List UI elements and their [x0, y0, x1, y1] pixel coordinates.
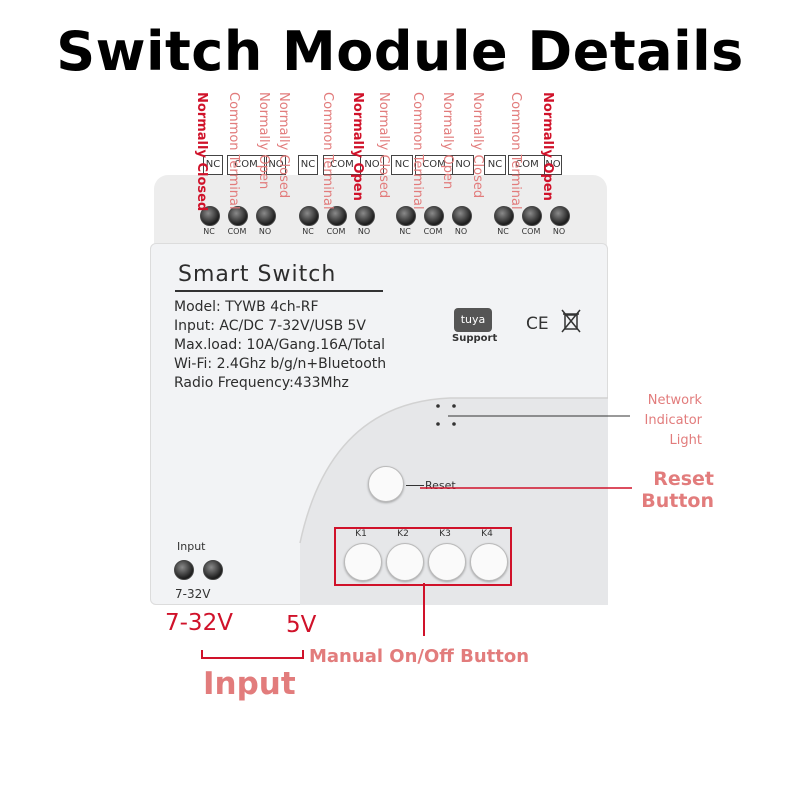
device-radio-frequency: Radio Frequency:433Mhz: [174, 375, 349, 391]
terminal-callout-box: NO: [452, 155, 474, 175]
manual-key-button-2[interactable]: [386, 543, 424, 581]
terminal-callout-box: NO: [266, 155, 286, 175]
terminal-screw: [550, 206, 570, 226]
reset-button-annotation: Reset Button: [636, 468, 714, 512]
network-indicator-annotation: Network Indicator Light: [628, 391, 702, 451]
terminal-printed-label: NC: [399, 227, 411, 236]
terminal-printed-label: NO: [357, 227, 371, 236]
terminal-screw: [522, 206, 542, 226]
network-annotation-line2: Indicator: [644, 413, 702, 428]
device-wifi: Wi-Fi: 2.4Ghz b/g/n+Bluetooth: [174, 356, 387, 372]
manual-key-button-3[interactable]: [428, 543, 466, 581]
device-model: Model: TYWB 4ch-RF: [174, 299, 319, 315]
tuya-support-label: Support: [452, 333, 498, 344]
terminal-screw: [327, 206, 347, 226]
terminal-callout-label: Normally Open: [350, 92, 365, 201]
terminal-callout-label: Normally Open: [540, 92, 555, 201]
terminal-printed-label: COM: [521, 227, 541, 236]
input-5v-annotation: 5V: [286, 612, 317, 638]
terminal-screw: [396, 206, 416, 226]
reset-tick: [406, 485, 424, 486]
tuya-logo: tuya: [454, 308, 492, 332]
terminal-printed-label: NC: [203, 227, 215, 236]
terminal-printed-label: NO: [258, 227, 272, 236]
terminal-callout-box: NC: [484, 155, 506, 175]
terminal-callout-box: COM: [227, 155, 265, 175]
manual-key-button-4[interactable]: [470, 543, 508, 581]
terminal-callout-label: Normally Closed: [276, 92, 291, 199]
terminal-screw: [256, 206, 276, 226]
input-screw-1: [174, 560, 194, 580]
terminal-screw: [299, 206, 319, 226]
terminal-callout-label: Common Terminal: [410, 92, 425, 210]
terminal-printed-label: COM: [227, 227, 247, 236]
terminal-screw: [424, 206, 444, 226]
reset-annotation-line2: Button: [641, 490, 714, 512]
terminal-callout-label: Normally Closed: [376, 92, 391, 199]
terminal-callout-label: Normally Closed: [194, 92, 209, 212]
network-annotation-line3: Light: [669, 433, 702, 448]
key-label: K4: [481, 529, 493, 539]
device-max-load: Max.load: 10A/Gang.16A/Total: [174, 337, 386, 353]
manual-button-annotation: Manual On/Off Button: [309, 646, 530, 667]
terminal-screw: [494, 206, 514, 226]
network-indicator-light: [436, 404, 456, 426]
input-7-32v-annotation: 7-32V: [165, 610, 233, 636]
terminal-printed-label: NO: [552, 227, 566, 236]
terminal-callout-label: Normally Open: [256, 92, 271, 190]
terminal-printed-label: NC: [302, 227, 314, 236]
terminal-printed-label: COM: [326, 227, 346, 236]
manual-key-button-1[interactable]: [344, 543, 382, 581]
terminal-callout-label: Common Terminal: [320, 92, 335, 210]
terminal-screw: [200, 206, 220, 226]
network-annotation-line1: Network: [647, 393, 702, 408]
terminal-callout-label: Normally Closed: [470, 92, 485, 199]
input-screw-2: [203, 560, 223, 580]
terminal-screw: [228, 206, 248, 226]
device-brand-title: Smart Switch: [178, 262, 337, 287]
weee-bin-icon: [561, 309, 581, 333]
terminal-callout-box: NO: [544, 155, 562, 175]
terminal-callout-box: COM: [323, 155, 361, 175]
device-input-label: Input: [177, 540, 206, 553]
device-input-spec: Input: AC/DC 7-32V/USB 5V: [174, 318, 366, 334]
terminal-callout-label: Common Terminal: [226, 92, 241, 210]
terminal-screw: [355, 206, 375, 226]
device-input-voltage: 7-32V: [175, 587, 211, 601]
terminal-printed-label: NO: [454, 227, 468, 236]
title-underline: [175, 290, 383, 292]
terminal-callout-box: NO: [360, 155, 384, 175]
input-annotation: Input: [203, 666, 296, 702]
terminal-printed-label: NC: [497, 227, 509, 236]
key-label: K3: [439, 529, 451, 539]
key-label: K1: [355, 529, 367, 539]
reset-annotation-line1: Reset: [653, 468, 714, 490]
page-title: Switch Module Details: [56, 20, 744, 83]
terminal-screw: [452, 206, 472, 226]
terminal-callout-label: Common Terminal: [508, 92, 523, 210]
terminal-callout-box: NC: [203, 155, 223, 175]
reset-button[interactable]: [368, 466, 404, 502]
terminal-callout-label: Normally Open: [440, 92, 455, 190]
ce-mark: CE: [526, 314, 549, 334]
key-label: K2: [397, 529, 409, 539]
terminal-printed-label: COM: [423, 227, 443, 236]
terminal-callout-box: NC: [298, 155, 318, 175]
terminal-callout-box: NC: [391, 155, 413, 175]
